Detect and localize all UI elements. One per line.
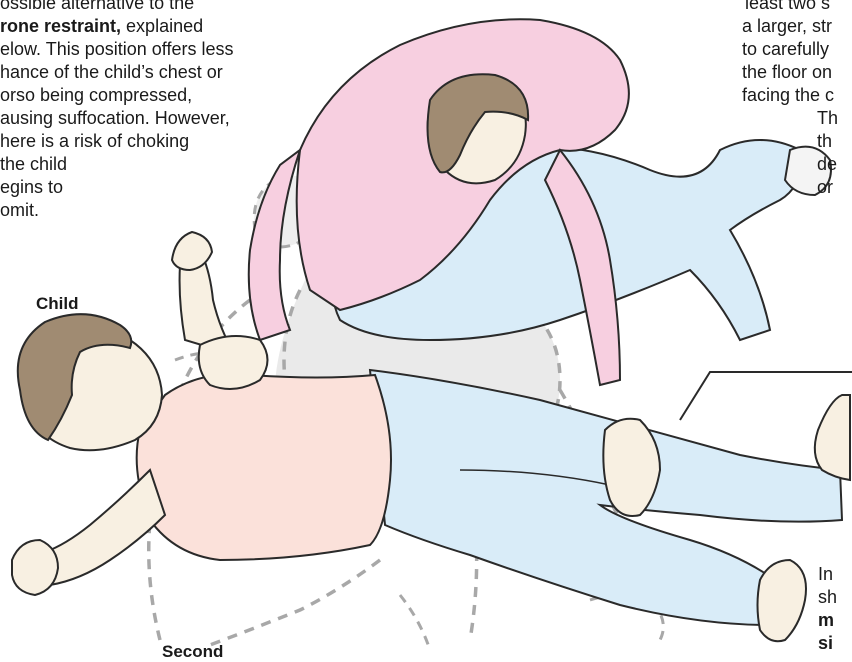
right-line: the floor on	[742, 61, 832, 84]
left-line: elow. This position offers less	[0, 38, 233, 61]
right-line: th	[817, 130, 832, 153]
right-line: to carefully	[742, 38, 829, 61]
left-line: ossible alternative to the	[0, 0, 194, 15]
bottom-right-line: m	[818, 609, 834, 632]
left-line: the child	[0, 153, 67, 176]
second-label: Second	[162, 642, 223, 662]
right-line: Th	[817, 107, 838, 130]
left-line: egins to	[0, 176, 63, 199]
right-line: or	[817, 176, 833, 199]
left-line: omit.	[0, 199, 39, 222]
right-line: de	[817, 153, 837, 176]
left-line: here is a risk of choking	[0, 130, 189, 153]
right-line: a larger, str	[742, 15, 832, 38]
left-line: rone restraint, explained	[0, 15, 203, 38]
right-line: facing the c	[742, 84, 834, 107]
left-line: orso being compressed,	[0, 84, 192, 107]
left-line: hance of the child’s chest or	[0, 61, 223, 84]
bottom-right-line: si	[818, 632, 833, 655]
bottom-right-line: sh	[818, 586, 837, 609]
left-line: ausing suffocation. However,	[0, 107, 230, 130]
right-line: least two s	[745, 0, 830, 15]
bottom-right-line: In	[818, 563, 833, 586]
child-label: Child	[36, 294, 79, 314]
